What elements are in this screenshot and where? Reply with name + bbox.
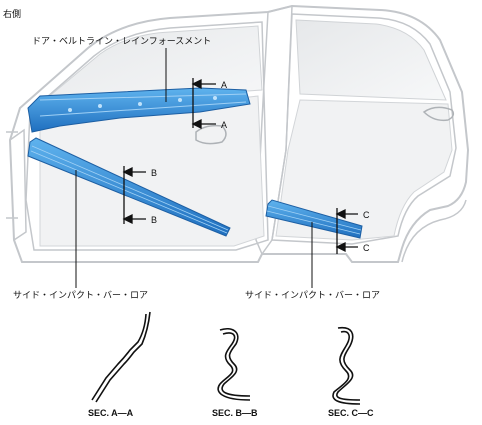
section-c-profile (332, 326, 361, 405)
side-impact-bar-rear-label: サイド・インパクト・バー・ロア (245, 291, 381, 301)
cut-label-b-bottom: B (151, 215, 157, 225)
cut-label-a-top: A (221, 80, 227, 90)
cut-line-a (191, 78, 216, 130)
cut-line-c (335, 208, 358, 254)
car-body-outline (6, 4, 470, 263)
leader-lines (75, 48, 313, 288)
side-impact-bar-front-label: サイド・インパクト・バー・ロア (13, 291, 149, 301)
door-panels (39, 95, 453, 247)
cut-label-c-top: C (363, 210, 370, 220)
section-b-profile (217, 328, 251, 401)
cut-line-b (122, 166, 146, 225)
section-a-profile (91, 311, 151, 403)
side-impact-bar-front (27, 137, 231, 237)
cut-label-b-top: B (151, 168, 157, 178)
beltline-reinforcement-label: ドア・ベルトライン・レインフォースメント (32, 37, 212, 47)
cut-label-c-bottom: C (363, 243, 370, 253)
door-handles (195, 106, 455, 145)
side-label: 右側 (3, 10, 22, 20)
side-impact-bar-rear (265, 199, 363, 239)
door-beltline-reinforcement (27, 87, 251, 133)
section-c-label: SEC. C—C (328, 408, 374, 418)
section-b-label: SEC. B—B (212, 408, 258, 418)
cut-label-a-bottom: A (221, 120, 227, 130)
section-a-label: SEC. A—A (88, 408, 134, 418)
